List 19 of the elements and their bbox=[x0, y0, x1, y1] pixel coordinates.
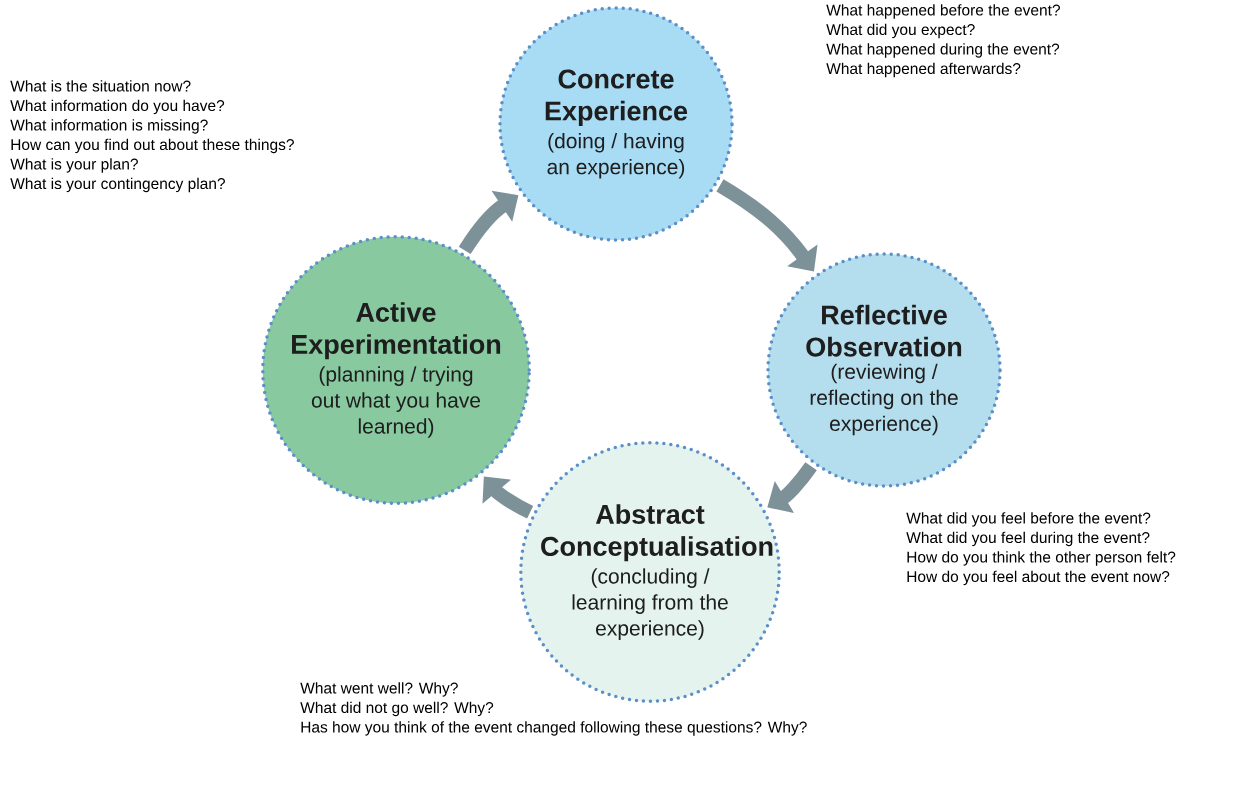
cycle-arrow bbox=[482, 476, 534, 519]
node-label: What is the situation now? bbox=[10, 80, 191, 92]
question-list: What happened before the event? What did you expect? What happened during the event? What happened afterwards? bbox=[826, 4, 1060, 78]
node-label: What did you expect? bbox=[826, 23, 975, 39]
node-label: What is your contingency plan? bbox=[10, 177, 225, 193]
node-label: How can you find out about these things? bbox=[11, 138, 294, 154]
node-label: What information do you have? bbox=[10, 99, 225, 115]
node-label: What happened afterwards? bbox=[826, 62, 1021, 78]
node-label: What information is missing? bbox=[10, 119, 208, 134]
node-label: What is your plan? bbox=[10, 158, 138, 173]
cycle-arrow bbox=[716, 179, 818, 272]
question-list: What did you feel before the event? What did you feel during the event? How do you think the other person felt? How do you feel about the event now? bbox=[906, 512, 1176, 586]
question-list: What is the situation now? What information do you have? What information is missing? How can you find out about these things? What is your plan? What is your contingency plan? bbox=[10, 80, 294, 193]
node-label: How do you feel about the event now? bbox=[907, 570, 1170, 586]
node-label: What happened during the event? bbox=[826, 43, 1060, 58]
node-label: What did you feel before the event? bbox=[906, 512, 1151, 527]
node-label: How do you think the other person felt? bbox=[907, 551, 1176, 566]
node-label: What did you feel during the event? bbox=[906, 531, 1150, 547]
node-label: What happened before the event? bbox=[826, 4, 1060, 19]
